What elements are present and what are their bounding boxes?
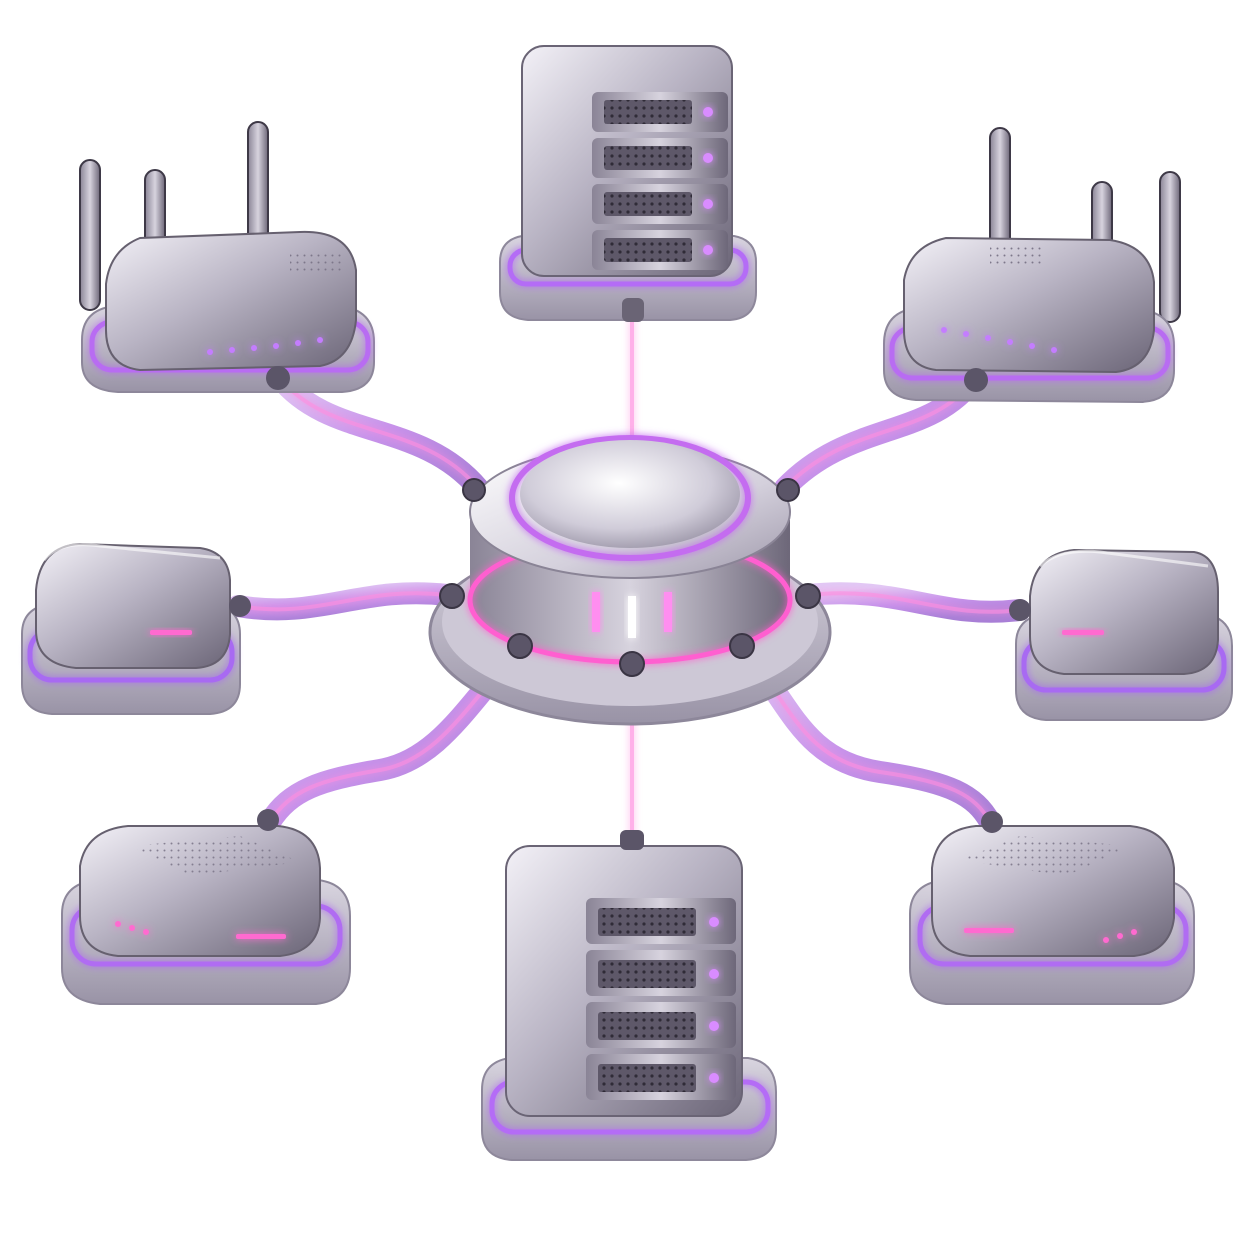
hub-top-disc (520, 440, 740, 548)
switch-right-led-bar (1062, 630, 1104, 635)
port-top-right (776, 478, 800, 502)
port-left (439, 583, 465, 609)
switch-right-body (1029, 548, 1219, 675)
hub-ports (439, 478, 821, 677)
access-point-bottom-left (61, 809, 351, 1005)
switch-left (21, 542, 251, 715)
access-point-bottom-right (909, 811, 1195, 1005)
rack-top-units (592, 92, 728, 270)
server-rack-top (499, 45, 757, 322)
switch-left-led-bar (150, 630, 192, 635)
router-top-right (883, 127, 1181, 404)
server-rack-bottom (481, 830, 777, 1161)
router-tr-body (903, 236, 1155, 374)
router-tl-leds (207, 337, 323, 355)
rack-bottom-units (586, 898, 736, 1100)
switch-right (1009, 548, 1233, 721)
router-tr-leds (941, 327, 1057, 353)
port-bottom-left (507, 633, 533, 659)
central-hub (428, 435, 832, 726)
router-top-left (79, 121, 375, 393)
port-bottom-right (729, 633, 755, 659)
ap-br-leds (964, 928, 1137, 943)
ap-bl-leds (115, 921, 286, 939)
port-right (795, 583, 821, 609)
port-bottom (619, 651, 645, 677)
port-top-left (462, 478, 486, 502)
hub-light-slots (592, 592, 672, 638)
antennas-right-router (989, 127, 1181, 323)
switch-left-body (35, 542, 231, 669)
